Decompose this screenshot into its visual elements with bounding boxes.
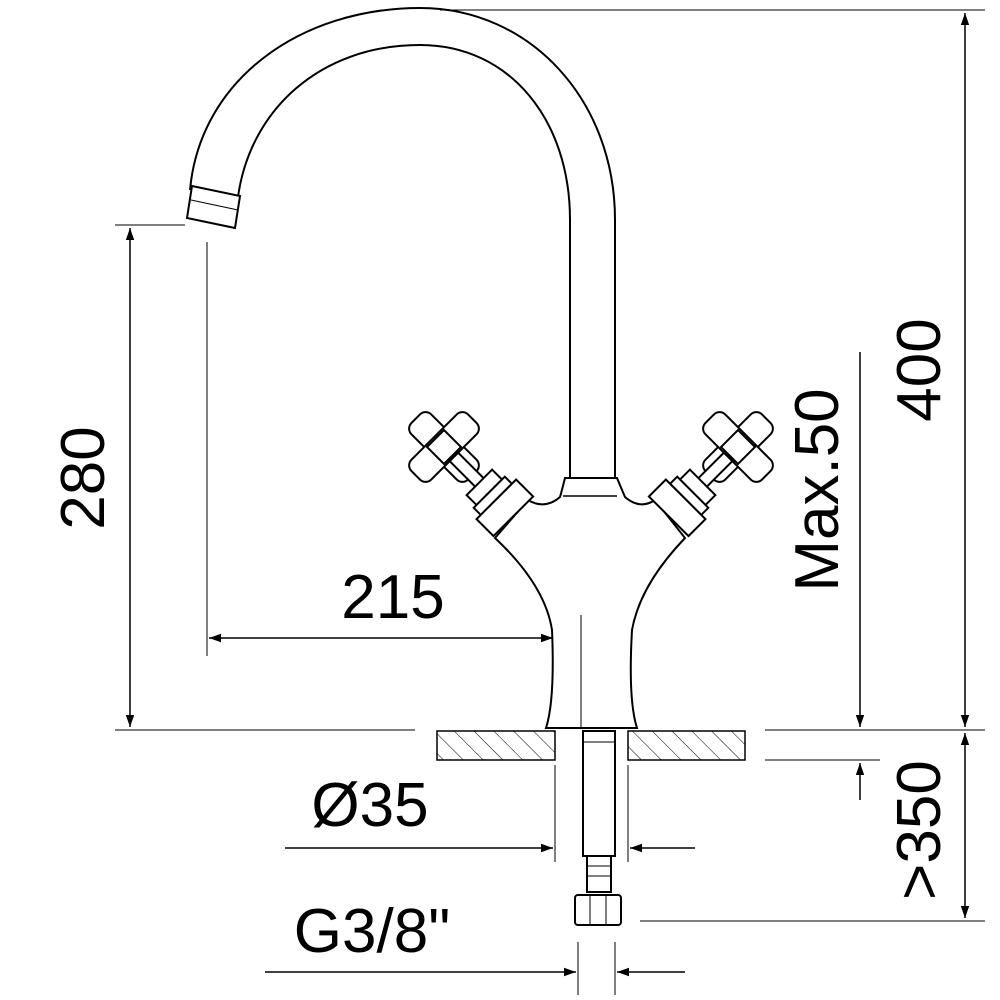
total-height-label: 400 — [885, 318, 954, 421]
spout-height-label: 280 — [49, 426, 118, 529]
supply-hose — [574, 730, 622, 926]
connection-label: G3/8" — [294, 897, 450, 966]
hole-diameter-label: Ø35 — [311, 771, 428, 840]
deck-section — [436, 730, 746, 761]
max-deck-thickness-label: Max.50 — [783, 388, 852, 591]
spout-reach-label: 215 — [341, 563, 444, 632]
dimension-lines — [115, 9, 985, 995]
faucet-spout — [185, 6, 616, 480]
hose-length-label: >350 — [885, 760, 954, 900]
faucet-body — [493, 477, 687, 729]
